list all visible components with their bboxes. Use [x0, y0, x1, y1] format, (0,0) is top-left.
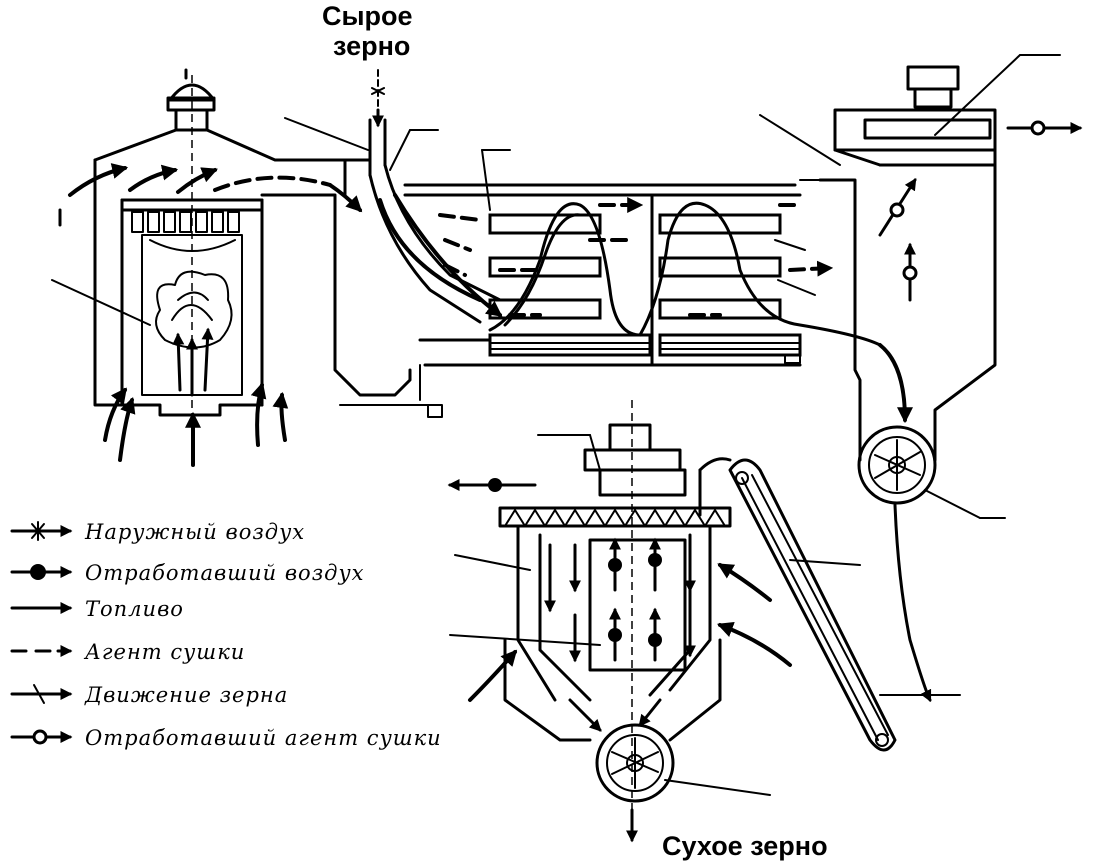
drying-drum	[339, 149, 882, 418]
furnace	[51, 68, 412, 467]
grain-movement-icon	[10, 684, 73, 704]
cooler	[447, 400, 792, 843]
legend-spent-drying-agent: Отработавший агент сушки	[85, 726, 442, 750]
spent-air-icon	[10, 564, 73, 580]
raw-grain-label: Сырое зерно	[322, 1, 413, 61]
svg-text:зерно: зерно	[333, 31, 410, 61]
raw-grain-inlet	[284, 69, 502, 324]
svg-text:Сырое: Сырое	[322, 1, 413, 31]
bucket-elevator	[698, 457, 897, 752]
spent-drying-agent-icon	[10, 729, 73, 745]
legend-spent-air: Отработавший воздух	[85, 561, 364, 585]
cyclone	[759, 54, 1083, 703]
legend-outside-air: Наружный воздух	[84, 520, 305, 544]
legend-grain-movement: Движение зерна	[84, 683, 288, 707]
legend-drying-agent: Агент сушки	[83, 640, 245, 664]
legend: Наружный воздух Отработавший воздух Топл…	[10, 520, 442, 750]
outside-air-icon	[10, 521, 73, 541]
dry-grain-label: Сухое зерно	[662, 831, 828, 861]
legend-fuel: Топливо	[85, 597, 184, 621]
